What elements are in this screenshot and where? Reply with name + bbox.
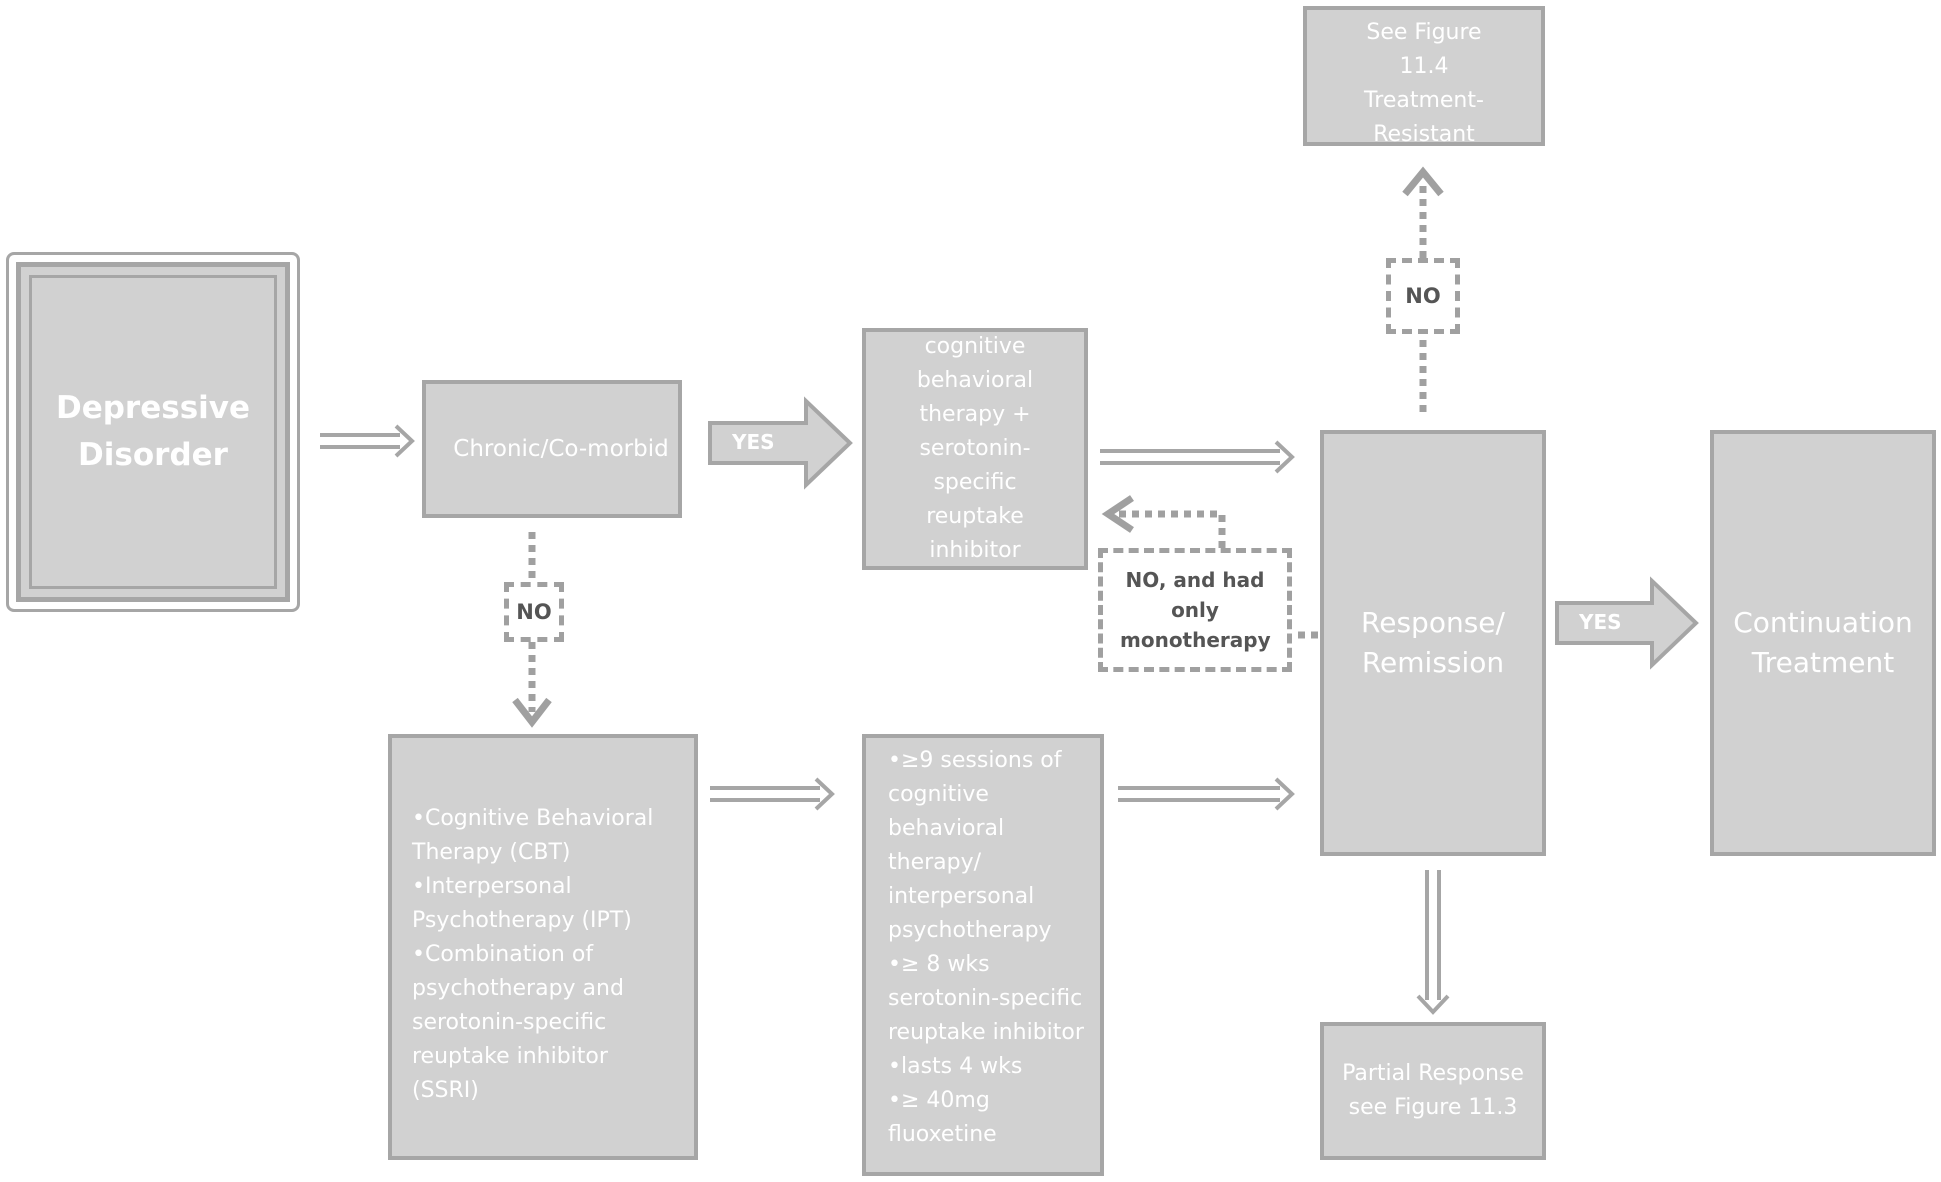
arrow-response-to-partial [1416, 870, 1450, 1015]
treatment-resistant-text: See Figure 11.4 Treatment-Resistant Depr… [1364, 20, 1484, 146]
arrow-firstline-to-trial [710, 777, 835, 811]
continuation-treatment-box: Continuation Treatment [1710, 430, 1936, 856]
chronic-comorbid-box: Chronic/Co-morbid [422, 380, 682, 518]
cbt-ssri-box: cognitive behavioral therapy + serotonin… [862, 328, 1088, 570]
first-line-item-combination: •Combination of psychotherapy and seroto… [412, 942, 624, 1103]
no-box-chronic: NO [504, 582, 564, 642]
first-line-item-cbt: •Cognitive Behavioral Therapy (CBT) [412, 806, 654, 865]
no-monotherapy-label: NO, and had only monotherapy [1120, 568, 1271, 652]
depressive-disorder-box: Depressive Disorder [29, 275, 277, 589]
yes-block-arrow-continuation [1555, 576, 1699, 670]
response-remission-box: Response/ Remission [1320, 430, 1546, 856]
partial-response-box: Partial Response see Figure 11.3 [1320, 1022, 1546, 1160]
yes-label-chronic: YES [732, 430, 775, 454]
arrow-depressive-to-chronic [320, 424, 415, 458]
dotted-mono-to-cbtssri [1115, 510, 1226, 548]
response-remission-text: Response/ Remission [1361, 606, 1505, 679]
first-line-treatment-box: •Cognitive Behavioral Therapy (CBT) •Int… [388, 734, 698, 1160]
cbt-ssri-text: cognitive behavioral therapy + serotonin… [916, 334, 1034, 563]
adequate-trial-list: •≥9 sessions of cognitive behavioral the… [888, 744, 1092, 1152]
first-line-list: •Cognitive Behavioral Therapy (CBT) •Int… [412, 802, 662, 1108]
depressive-disorder-text: Depressive Disorder [55, 390, 251, 473]
treatment-resistant-box: See Figure 11.4 Treatment-Resistant Depr… [1303, 6, 1545, 146]
arrow-trial-to-response [1118, 777, 1295, 811]
arrowhead-cbtssri [1101, 495, 1134, 533]
trial-item-duration: •lasts 4 wks [888, 1054, 1023, 1079]
no-monotherapy-box: NO, and had only monotherapy [1098, 548, 1292, 672]
continuation-treatment-text: Continuation Treatment [1733, 606, 1913, 679]
no-box-resistant: NO [1386, 258, 1460, 334]
no-label-resistant: NO [1405, 284, 1441, 308]
adequate-trial-box: •≥9 sessions of cognitive behavioral the… [862, 734, 1104, 1176]
first-line-item-ipt: •Interpersonal Psychotherapy (IPT) [412, 874, 632, 933]
trial-item-fluoxetine: •≥ 40mg fluoxetine [888, 1088, 997, 1147]
arrowhead-firstline [512, 697, 552, 728]
depressive-disorder-inner-frame: Depressive Disorder [16, 262, 290, 602]
no-label-chronic: NO [516, 600, 552, 624]
trial-item-sessions: •≥9 sessions of cognitive behavioral the… [888, 748, 1062, 943]
yes-label-continuation: YES [1579, 610, 1622, 634]
arrow-cbtssri-to-response [1100, 440, 1295, 474]
partial-response-text: Partial Response see Figure 11.3 [1342, 1061, 1524, 1120]
arrowhead-resistant [1402, 166, 1444, 197]
chronic-comorbid-text: Chronic/Co-morbid [453, 436, 669, 462]
yes-block-arrow-chronic [708, 396, 853, 490]
trial-item-ssri-weeks: •≥ 8 wks serotonin-specific reuptake inh… [888, 952, 1084, 1045]
depressive-disorder-frame: Depressive Disorder [6, 252, 300, 612]
